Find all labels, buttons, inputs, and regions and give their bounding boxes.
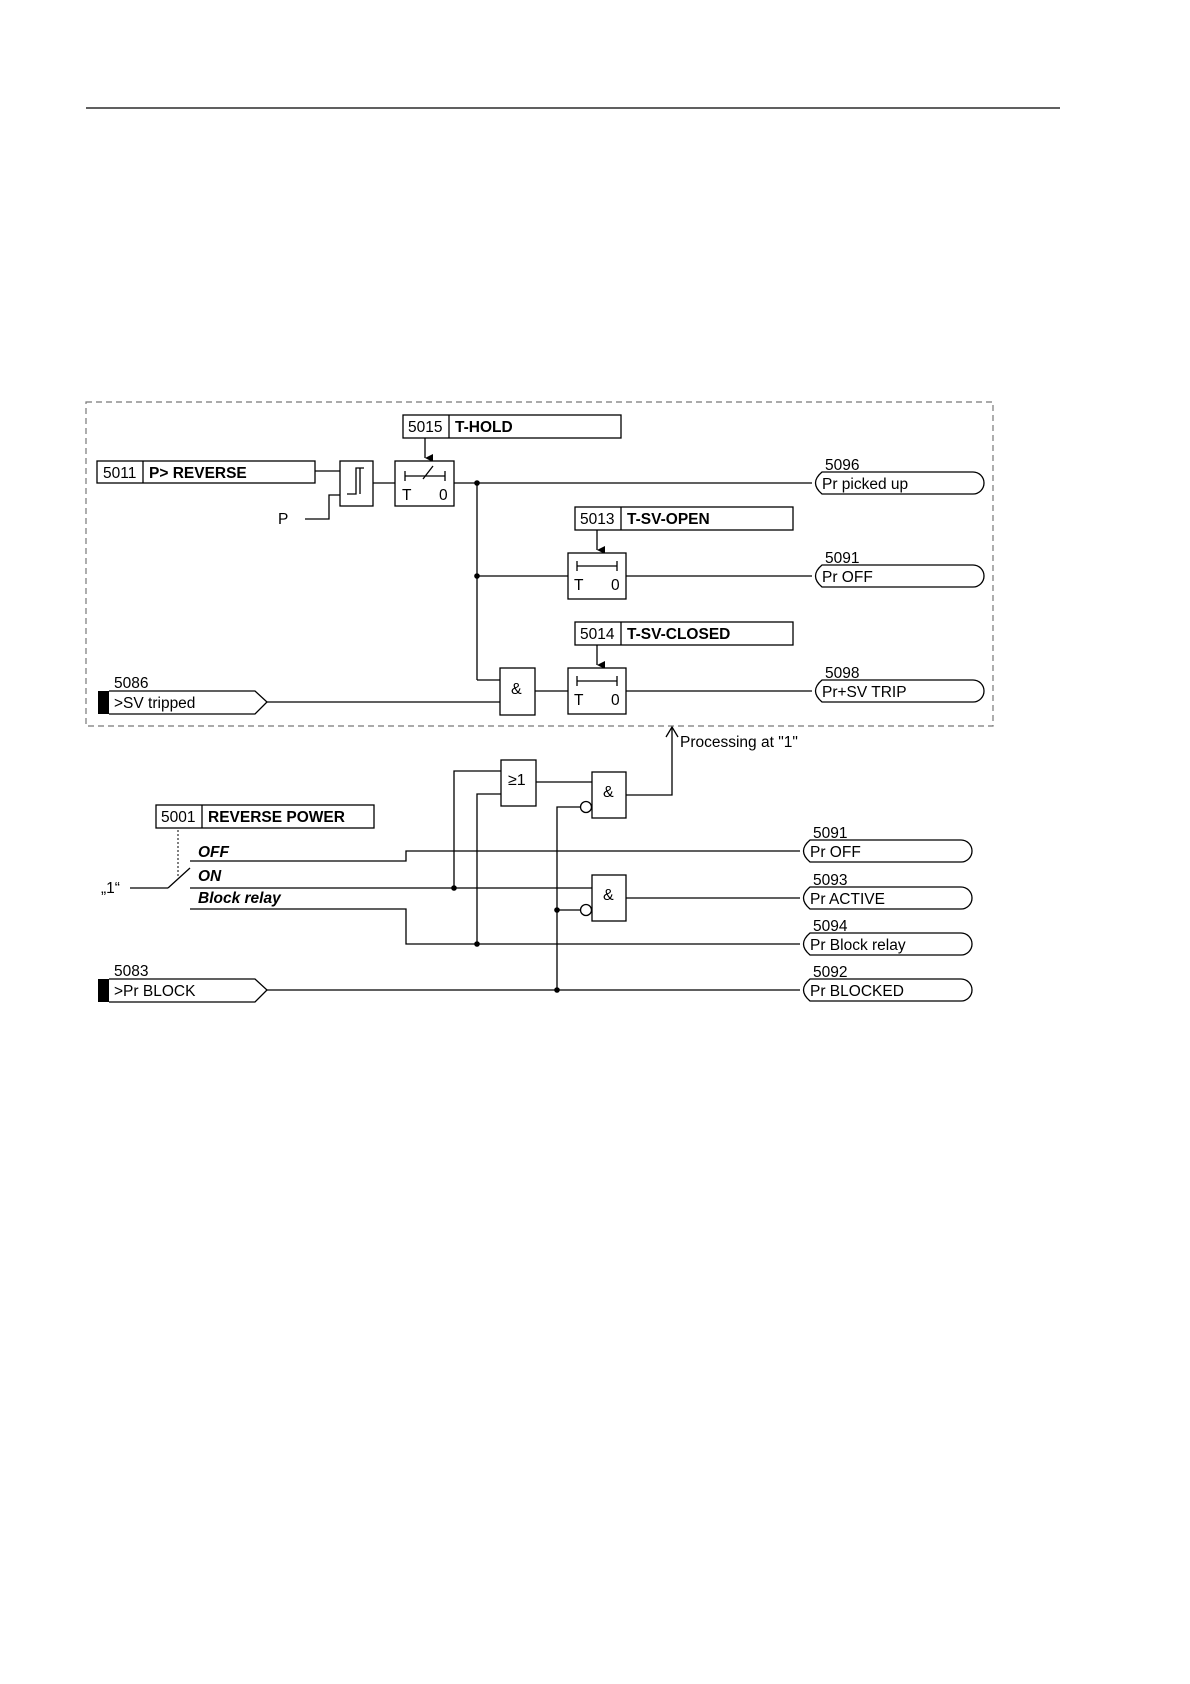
timer-t-hold: T 0 [395, 461, 454, 506]
svg-text:Pr picked up: Pr picked up [822, 476, 908, 493]
svg-text:5098: 5098 [825, 665, 859, 682]
constant-one-label: „1“ [101, 880, 120, 897]
svg-text:5015: 5015 [408, 419, 442, 436]
svg-text:0: 0 [439, 487, 448, 504]
output-active: 5093 Pr ACTIVE [804, 872, 973, 909]
param-reverse-power: 5001 REVERSE POWER [156, 805, 374, 828]
svg-text:5086: 5086 [114, 675, 148, 692]
svg-text:Pr ACTIVE: Pr ACTIVE [810, 891, 885, 908]
output-off-upper: 5091 Pr OFF [816, 550, 985, 587]
output-picked-up: 5096 Pr picked up [816, 457, 985, 494]
svg-text:5093: 5093 [813, 872, 847, 889]
svg-text:5092: 5092 [813, 964, 847, 981]
threshold-block [340, 461, 373, 506]
svg-text:T-SV-OPEN: T-SV-OPEN [627, 511, 710, 528]
output-off: 5091 Pr OFF [804, 825, 973, 862]
and-gate-active: & [581, 875, 627, 921]
svg-text:5001: 5001 [161, 809, 195, 826]
output-block-relay: 5094 Pr Block relay [804, 918, 973, 955]
svg-text:Pr Block relay: Pr Block relay [810, 937, 906, 954]
svg-text:≥1: ≥1 [508, 772, 526, 789]
svg-text:T: T [574, 692, 584, 709]
param-t-sv-closed: 5014 T-SV-CLOSED [575, 622, 793, 645]
svg-text:T: T [402, 487, 412, 504]
svg-text:5094: 5094 [813, 918, 848, 935]
input-p-label: P [278, 511, 288, 528]
and-gate-processing: & [581, 772, 627, 818]
svg-text:T: T [574, 577, 584, 594]
svg-text:>SV tripped: >SV tripped [114, 695, 195, 712]
svg-text:P> REVERSE: P> REVERSE [149, 465, 247, 482]
svg-text:Pr OFF: Pr OFF [810, 844, 861, 861]
input-pr-block: 5083 >Pr BLOCK [98, 963, 267, 1002]
svg-text:0: 0 [611, 577, 620, 594]
param-p-reverse: 5011 P> REVERSE [97, 461, 315, 483]
svg-text:5091: 5091 [825, 550, 859, 567]
svg-text:T-SV-CLOSED: T-SV-CLOSED [627, 626, 730, 643]
svg-text:0: 0 [611, 692, 620, 709]
svg-text:5011: 5011 [103, 465, 136, 482]
junction-dots [451, 480, 560, 993]
input-sv-tripped: 5086 >SV tripped [98, 675, 267, 714]
or-gate: ≥1 [501, 760, 536, 806]
switch-option-block-relay: Block relay [198, 890, 282, 907]
svg-text:Pr+SV TRIP: Pr+SV TRIP [822, 684, 907, 701]
and-gate-sv: & [500, 668, 535, 715]
svg-text:&: & [511, 681, 522, 698]
svg-text:5013: 5013 [580, 511, 614, 528]
param-t-hold: 5015 T-HOLD [403, 415, 621, 438]
param-t-sv-open: 5013 T-SV-OPEN [575, 507, 793, 530]
svg-text:5014: 5014 [580, 626, 615, 643]
svg-text:5096: 5096 [825, 457, 859, 474]
svg-text:&: & [603, 784, 614, 801]
svg-text:&: & [603, 887, 614, 904]
svg-text:REVERSE POWER: REVERSE POWER [208, 809, 345, 826]
switch-option-on: ON [198, 868, 222, 885]
svg-text:T-HOLD: T-HOLD [455, 419, 513, 436]
output-blocked: 5092 Pr BLOCKED [804, 964, 973, 1001]
timer-t-sv-open: T 0 [568, 553, 626, 599]
svg-text:>Pr BLOCK: >Pr BLOCK [114, 983, 196, 1000]
processing-note: Processing at "1" [680, 734, 798, 751]
timer-t-sv-closed: T 0 [568, 668, 626, 714]
output-sv-trip: 5098 Pr+SV TRIP [816, 665, 985, 702]
svg-text:5091: 5091 [813, 825, 847, 842]
switch-option-off: OFF [198, 844, 230, 861]
svg-text:5083: 5083 [114, 963, 148, 980]
svg-text:Pr OFF: Pr OFF [822, 569, 873, 586]
svg-text:Pr BLOCKED: Pr BLOCKED [810, 983, 904, 1000]
